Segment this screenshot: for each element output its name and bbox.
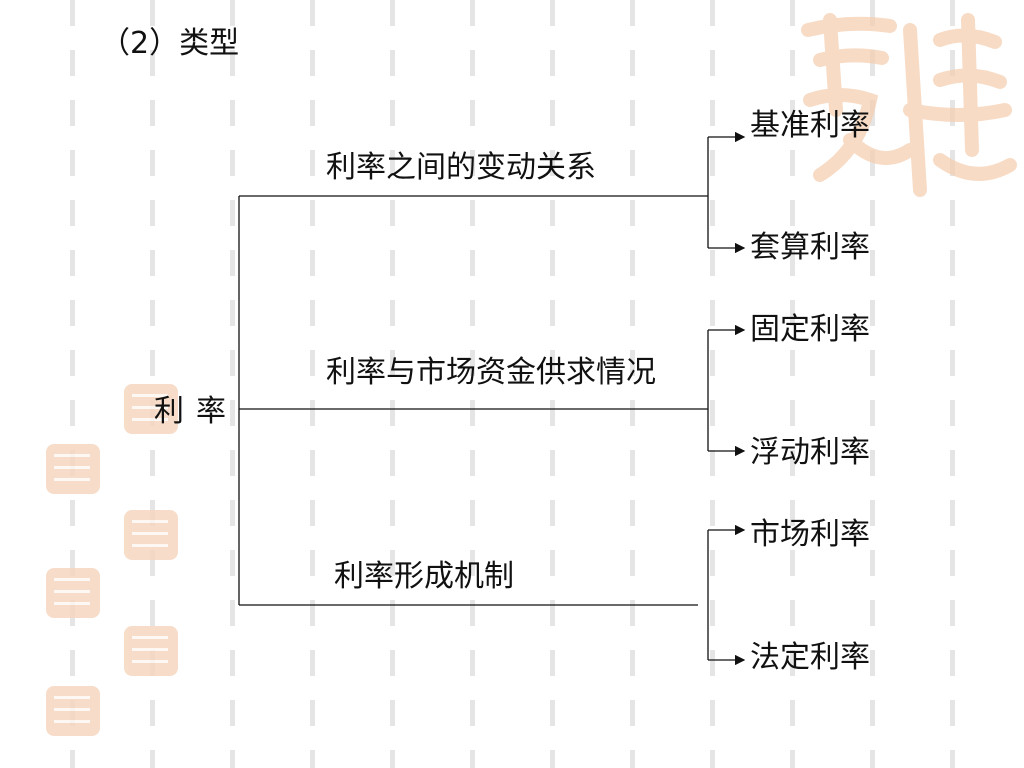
seal-icon xyxy=(124,626,178,676)
seal-icon xyxy=(46,686,100,736)
large-seal-icon xyxy=(790,0,1020,210)
slide-title: （2）类型 xyxy=(100,26,240,61)
leaf-label: 套算利率 xyxy=(750,230,870,265)
leaf-label: 市场利率 xyxy=(750,517,870,552)
leaf-label: 基准利率 xyxy=(750,108,870,143)
seal-icon xyxy=(46,568,100,618)
branch-label: 利率与市场资金供求情况 xyxy=(326,355,656,390)
seal-icon xyxy=(46,444,100,494)
leaf-label: 法定利率 xyxy=(750,640,870,675)
branch-label: 利率形成机制 xyxy=(334,559,514,594)
leaf-label: 固定利率 xyxy=(750,312,870,347)
root-label: 利率 xyxy=(154,394,238,429)
branch-label: 利率之间的变动关系 xyxy=(326,150,596,185)
leaf-label: 浮动利率 xyxy=(750,435,870,470)
seal-icon xyxy=(124,510,178,560)
seal-icon xyxy=(124,384,178,434)
